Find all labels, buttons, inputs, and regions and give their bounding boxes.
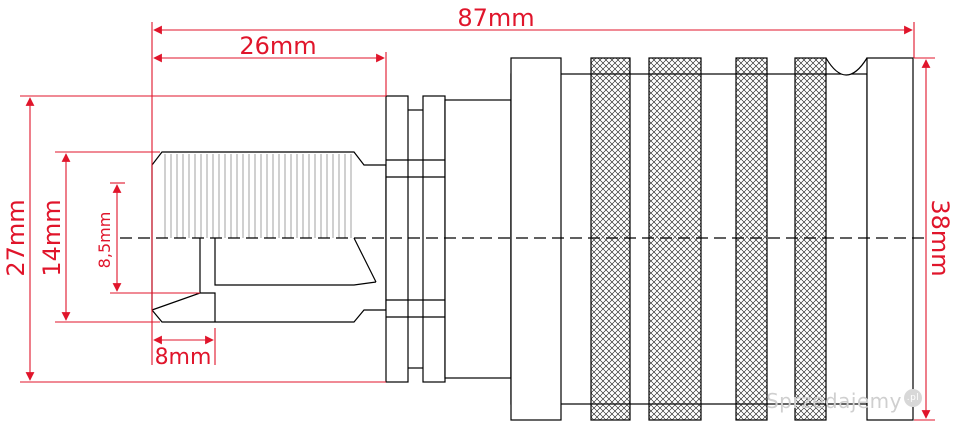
flange-ring-2 (422, 95, 446, 383)
label-thread-diameter: 14mm (38, 199, 66, 276)
label-knob-diameter: 38mm (926, 199, 954, 276)
top-groove (825, 57, 868, 76)
watermark-suffix-badge: .pl (904, 389, 922, 407)
knurl-band-3 (735, 57, 768, 421)
thread-texture (162, 154, 354, 238)
flange-ring-1 (385, 95, 409, 383)
knob-cap-right (866, 57, 914, 421)
label-bore-depth: 8mm (155, 345, 212, 370)
label-bore-diameter: 8,5mm (95, 212, 114, 269)
part-outline (151, 57, 914, 421)
watermark: Sprzedajemy.pl (766, 389, 922, 413)
label-thread-length: 26mm (239, 32, 316, 60)
label-outer-height: 27mm (2, 199, 30, 276)
neck (444, 99, 512, 379)
knurl-band-1 (590, 57, 631, 421)
knob-cap-left (510, 57, 562, 421)
watermark-text: Sprzedajemy (765, 389, 902, 413)
dimension-lines (20, 22, 935, 421)
label-total-length: 87mm (457, 4, 534, 32)
bore-outline (151, 292, 216, 322)
knurl-band-2 (648, 57, 702, 421)
knurl-band-4 (794, 57, 827, 421)
